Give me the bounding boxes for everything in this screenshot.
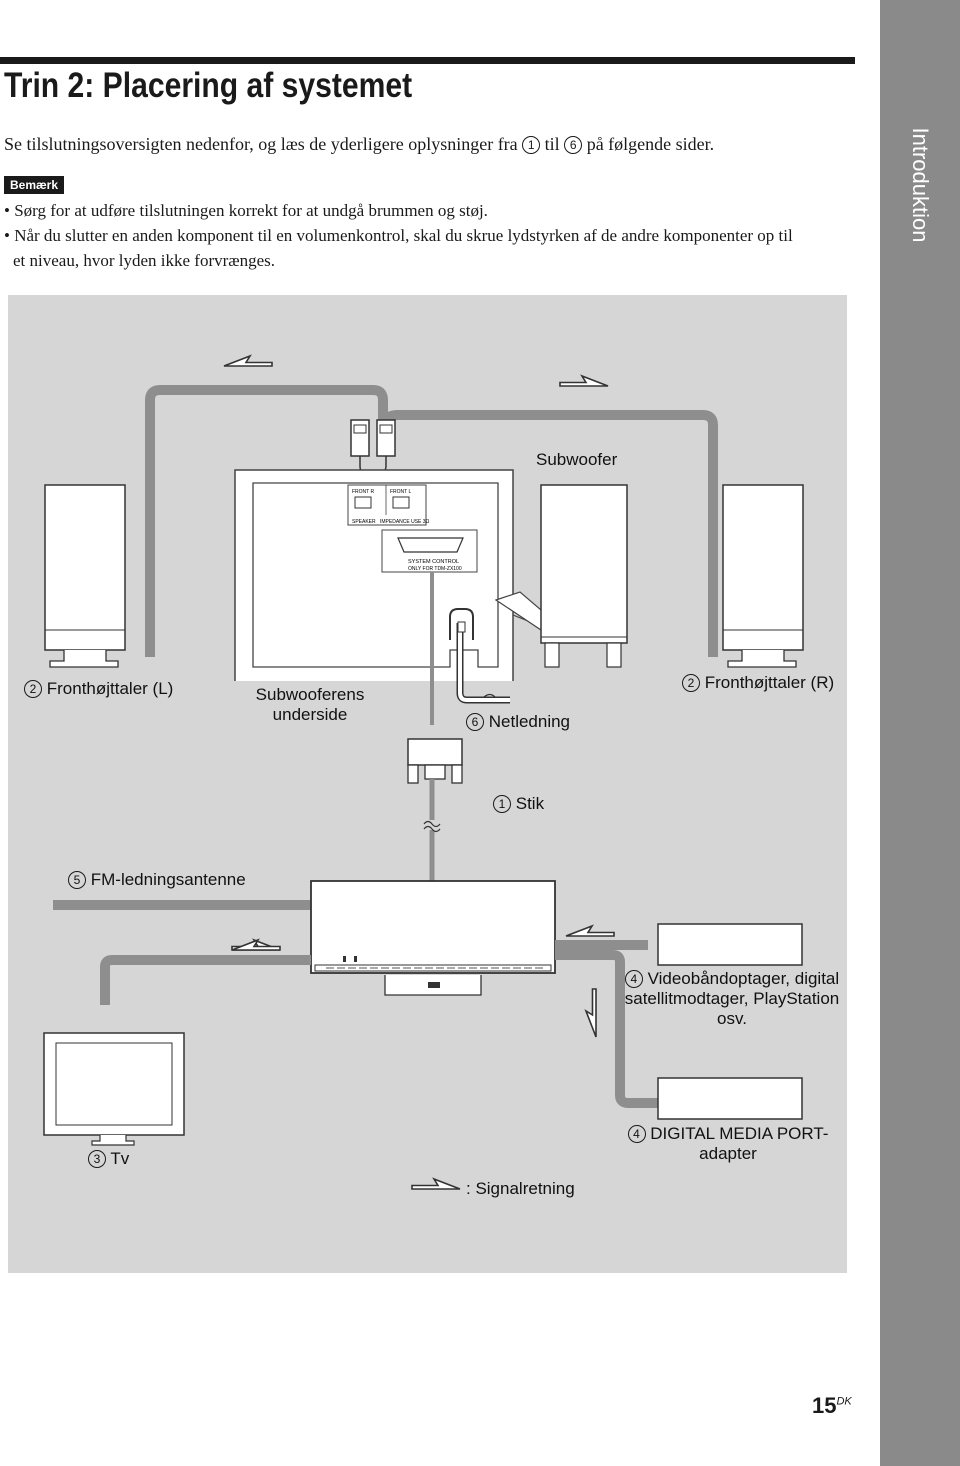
step-number: 4 — [624, 970, 643, 988]
step-number: 6 — [466, 713, 484, 731]
label-dmport: 4 DIGITAL MEDIA PORT-adapter — [613, 1124, 843, 1164]
note-bullet: • Sørg for at udføre tilslutningen korre… — [4, 201, 488, 220]
intro-text-before: Se tilslutningsoversigten nedenfor, og l… — [4, 134, 518, 154]
intro-paragraph: Se tilslutningsoversigten nedenfor, og l… — [4, 134, 714, 155]
label-line: adapter — [699, 1144, 757, 1163]
connection-diagram: FRONT R FRONT L SPEAKER IMPEDANCE USE 3Ω… — [8, 295, 847, 1273]
page-title: Trin 2: Placering af systemet — [4, 66, 413, 105]
subwoofer-underside-panel: FRONT R FRONT L SPEAKER IMPEDANCE USE 3Ω… — [234, 469, 514, 725]
panel-front-l: FRONT L — [390, 489, 412, 495]
step-number: 3 — [88, 1150, 106, 1168]
subwoofer-unit — [540, 484, 628, 668]
tv-cable — [100, 955, 311, 1005]
page-number-suffix: DK — [836, 1395, 852, 1408]
main-unit — [310, 880, 556, 996]
dmport-box — [657, 1077, 803, 1120]
sidebar-label: Introduktion — [908, 127, 933, 243]
intro-text-middle: til — [544, 134, 560, 154]
label-line: osv. — [717, 1009, 747, 1028]
label-line: DIGITAL MEDIA PORT- — [650, 1124, 829, 1143]
panel-only-for: ONLY FOR TDM-ZX100 — [408, 566, 462, 572]
step-number: 6 — [564, 136, 583, 154]
page-number-value: 15 — [812, 1393, 837, 1418]
label-power-cord: 6 Netledning — [466, 712, 570, 732]
intro-text-after: på følgende sider. — [586, 134, 715, 154]
label-text: Stik — [515, 794, 545, 813]
step-number: 2 — [24, 680, 42, 698]
tv-icon — [43, 1032, 185, 1146]
dmport-cable — [555, 950, 658, 1108]
label-tv: 3 Tv — [88, 1149, 129, 1169]
step-number: 1 — [493, 795, 511, 813]
label-text: Fronthøjttaler (R) — [704, 673, 835, 692]
panel-speaker: SPEAKER — [352, 519, 376, 525]
label-line: underside — [272, 705, 348, 724]
signal-arrow-icon — [584, 988, 597, 1038]
vcr-box — [657, 923, 803, 966]
label-line: Videobåndoptager, digital — [647, 969, 840, 988]
front-speaker-left — [44, 484, 126, 668]
panel-system-control: SYSTEM CONTROL — [408, 559, 459, 565]
label-text: FM-ledningsantenne — [90, 870, 246, 889]
panel-front-r: FRONT R — [352, 489, 375, 495]
label-text: Tv — [110, 1149, 130, 1168]
label-front-left: 2 Fronthøjttaler (L) — [24, 679, 173, 699]
system-control-connector-icon — [407, 738, 463, 883]
panel-impedance: IMPEDANCE USE 3Ω — [380, 519, 430, 525]
top-rule — [0, 57, 855, 64]
power-cord-icon — [456, 621, 510, 704]
label-text: Netledning — [488, 712, 571, 731]
step-number: 5 — [68, 871, 86, 889]
label-front-right: 2 Fronthøjttaler (R) — [682, 673, 834, 693]
label-text: Fronthøjttaler (L) — [46, 679, 174, 698]
label-plug: 1 Stik — [493, 794, 544, 814]
label-line: satellitmodtager, PlayStation — [624, 989, 840, 1008]
label-signal-legend: : Signalretning — [466, 1179, 575, 1198]
note-badge: Bemærk — [4, 176, 65, 194]
step-number: 2 — [682, 674, 700, 692]
front-speaker-right — [722, 484, 804, 668]
sidebar-tab — [880, 0, 960, 1466]
note-bullet-line: • Når du slutter en anden komponent til … — [4, 226, 793, 245]
label-subwoofer: Subwoofer — [536, 450, 618, 469]
label-line: Subwooferens — [255, 685, 365, 704]
page-number: 15DK — [812, 1393, 852, 1419]
label-antenna: 5 FM-ledningsantenne — [68, 870, 246, 890]
note-bullet: • Når du slutter en anden komponent til … — [4, 223, 864, 273]
note-bullet-line: et niveau, hvor lyden ikke forvrænges. — [13, 251, 276, 270]
step-number: 4 — [627, 1125, 646, 1143]
step-number: 1 — [522, 136, 541, 154]
speaker-cable-left — [145, 385, 388, 657]
speaker-cable-right — [383, 410, 718, 657]
